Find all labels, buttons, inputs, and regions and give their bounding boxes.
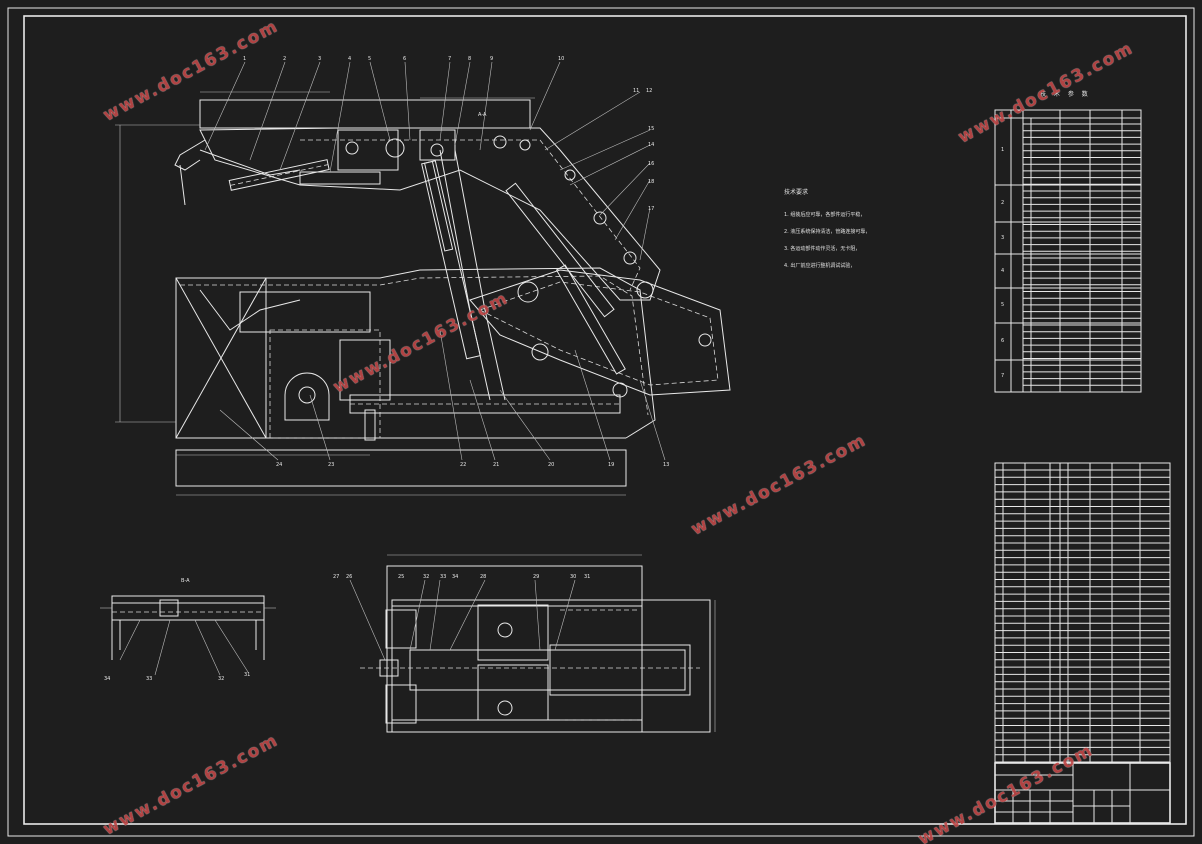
svg-text:21: 21	[493, 462, 499, 468]
group-7: 7	[1001, 373, 1005, 379]
svg-text:7: 7	[448, 56, 451, 62]
svg-text:33: 33	[440, 574, 446, 580]
svg-text:14: 14	[648, 142, 654, 148]
notes-title: 技术要求	[784, 189, 809, 196]
group-2: 2	[1001, 200, 1005, 206]
note-2: 2. 液压系统保持清洁，管路连接可靠，	[784, 229, 871, 235]
svg-text:29: 29	[533, 574, 539, 580]
outer-frame	[7, 7, 1195, 837]
section-view-small: 34 33 32 31	[100, 595, 276, 682]
section-label: B-A	[181, 578, 190, 584]
svg-text:26: 26	[346, 574, 352, 580]
svg-text:24: 24	[276, 462, 282, 468]
svg-text:19: 19	[608, 462, 614, 468]
inner-frame	[23, 15, 1187, 825]
note-3: 3. 各运动部件动作灵活，无卡阻，	[784, 246, 861, 252]
svg-text:20: 20	[548, 462, 554, 468]
plan-view: 27 26 25 32 33 34 28 29 30 31	[333, 554, 716, 733]
svg-text:25: 25	[398, 574, 404, 580]
svg-text:30: 30	[570, 574, 576, 580]
svg-text:6: 6	[403, 56, 406, 62]
svg-text:28: 28	[480, 574, 486, 580]
svg-text:23: 23	[328, 462, 334, 468]
svg-text:10: 10	[558, 56, 564, 62]
group-6: 6	[1001, 338, 1005, 344]
view-label: A-A	[478, 112, 487, 118]
svg-text:32: 32	[218, 676, 224, 682]
svg-text:15: 15	[648, 126, 654, 132]
main-elevation-view	[115, 61, 731, 496]
svg-text:16: 16	[648, 161, 654, 167]
parts-list	[994, 462, 1171, 764]
params-title: 技 术 参 数	[1040, 91, 1091, 98]
svg-text:9: 9	[490, 56, 493, 62]
technical-requirements: 技术要求 1. 组装后应可靠，各部件运行平稳， 2. 液压系统保持清洁，管路连接…	[784, 184, 874, 275]
svg-text:27: 27	[333, 574, 339, 580]
svg-text:33: 33	[146, 676, 152, 682]
group-4: 4	[1001, 268, 1005, 274]
svg-text:8: 8	[468, 56, 471, 62]
svg-text:5: 5	[368, 56, 371, 62]
svg-text:1: 1	[243, 56, 246, 62]
note-4: 4. 出厂前应进行整机调试试验，	[784, 263, 856, 269]
svg-text:34: 34	[452, 574, 458, 580]
svg-text:17: 17	[648, 206, 654, 212]
note-1: 1. 组装后应可靠，各部件运行平稳，	[784, 212, 866, 218]
group-3: 3	[1001, 235, 1005, 241]
svg-text:31: 31	[244, 672, 250, 678]
svg-text:31: 31	[584, 574, 590, 580]
svg-text:2: 2	[283, 56, 286, 62]
group-5: 5	[1001, 302, 1005, 308]
svg-text:18: 18	[648, 179, 654, 185]
svg-text:22: 22	[460, 462, 466, 468]
group-1: 1	[1001, 147, 1005, 153]
svg-text:3: 3	[318, 56, 321, 62]
svg-text:11: 11	[633, 88, 639, 94]
svg-text:32: 32	[423, 574, 429, 580]
parts-list-rows	[995, 123, 1170, 763]
svg-text:13: 13	[663, 462, 669, 468]
svg-text:34: 34	[104, 676, 110, 682]
title-block	[994, 762, 1171, 824]
svg-text:4: 4	[348, 56, 351, 62]
svg-text:12: 12	[646, 88, 652, 94]
